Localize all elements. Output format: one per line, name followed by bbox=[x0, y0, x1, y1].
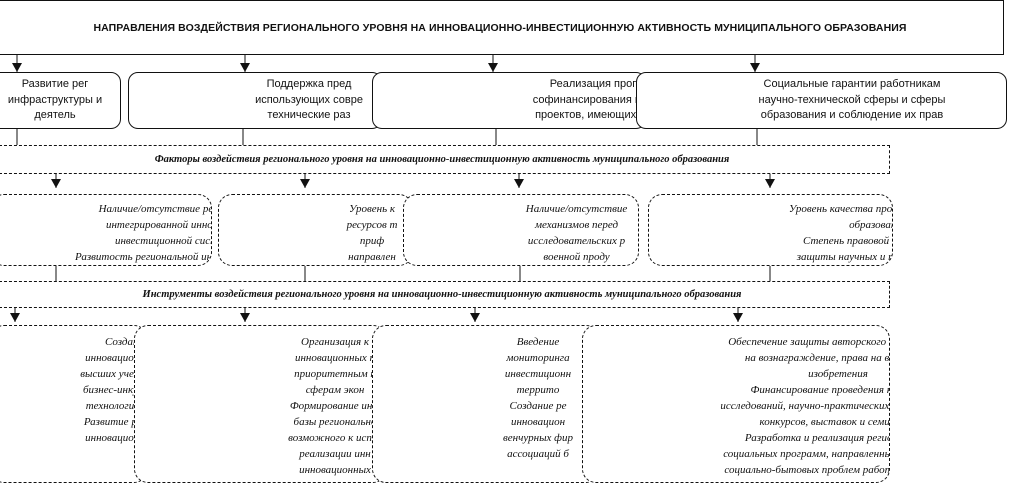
instrument-4-line-4: Финансирование проведения научных bbox=[750, 384, 889, 396]
direction-4-line-3: образования и соблюдение их прав bbox=[760, 109, 944, 121]
direction-3-line-2: софинансирования инн bbox=[532, 93, 646, 106]
instrument-2-line-3: приоритетным н bbox=[294, 368, 376, 380]
instrument-3-line-8: ассоциаций б bbox=[507, 448, 569, 460]
instrument-2-line-9: инновационных bbox=[299, 464, 371, 476]
direction-3-line-3: проектов, имеющих со bbox=[535, 109, 646, 121]
factor-box-3: Наличие/отсутствие механизмов перед иссл… bbox=[403, 194, 639, 266]
instrument-2-line-4: сферам экон bbox=[305, 384, 365, 396]
direction-3-line-1: Реализация прог bbox=[549, 78, 637, 90]
direction-box-3: Реализация прог софинансирования инн про… bbox=[372, 72, 646, 129]
instrument-1-line-3: высших учебных bbox=[80, 368, 147, 380]
factor-4-line-2: образования bbox=[849, 219, 892, 231]
instrument-4-line-3: изобретения bbox=[808, 368, 868, 380]
direction-1-line-1: Развитие рег bbox=[21, 78, 89, 90]
instrument-1-line-6: Развитие регио bbox=[83, 416, 147, 428]
instrument-3-line-4: террито bbox=[516, 384, 560, 396]
factor-4-line-3: Степень правовой и социальной bbox=[802, 235, 892, 247]
instrument-3-line-3: инвестиционн bbox=[504, 368, 572, 380]
instrument-4-line-6: конкурсов, выставок и семинаров bbox=[759, 416, 890, 428]
factor-3-line-1: Наличие/отсутствие bbox=[525, 203, 628, 215]
instrument-1-line-5: технологичест bbox=[85, 400, 147, 412]
direction-box-2: Поддержка пред использующих совре технич… bbox=[128, 72, 382, 129]
direction-4-line-1: Социальные гарантии работникам bbox=[763, 78, 941, 90]
instrument-4-line-2: на вознаграждение, права на внедрение bbox=[744, 352, 890, 364]
factors-header: Факторы воздействия регионального уровня… bbox=[154, 154, 730, 165]
instrument-3-line-6: инновацион bbox=[510, 416, 566, 428]
direction-box-1: Развитие рег инфраструктуры и деятель bbox=[0, 72, 121, 129]
factor-2-line-4: направлен bbox=[348, 251, 396, 263]
instrument-4-line-1: Обеспечение защиты авторского права, пра… bbox=[728, 336, 889, 348]
factor-box-1: Наличие/отсутствие реги интегрированной … bbox=[0, 194, 212, 266]
factor-box-4: Уровень качества профессионального образ… bbox=[648, 194, 893, 266]
diagram-title-box: НАПРАВЛЕНИЯ ВОЗДЕЙСТВИЯ РЕГИОНАЛЬНОГО УР… bbox=[0, 0, 1004, 55]
instrument-3-line-2: мониторинга bbox=[506, 352, 570, 364]
factor-3-line-3: исследовательских р bbox=[527, 235, 626, 247]
direction-box-4: Социальные гарантии работникам научно-те… bbox=[636, 72, 1007, 129]
factor-3-line-2: механизмов перед bbox=[534, 219, 619, 231]
instrument-2-line-8: реализации инн bbox=[299, 448, 371, 460]
instrument-4-line-5: исследований, научно-практических конфер… bbox=[720, 400, 890, 412]
factor-2-line-1: Уровень к bbox=[349, 203, 395, 215]
instruments-header: Инструменты воздействия регионального ур… bbox=[142, 289, 742, 300]
instrument-1-line-4: бизнес-инкубат bbox=[82, 384, 147, 396]
factors-header-band: Факторы воздействия регионального уровня… bbox=[0, 145, 890, 174]
factor-1-line-2: интегрированной иннова bbox=[105, 219, 212, 231]
instrument-4-line-8: социальных программ, направленных на реш… bbox=[723, 448, 889, 460]
instrument-3-line-7: венчурных фир bbox=[503, 432, 573, 444]
instrument-4-line-9: социально-бытовых проблем работников сфе… bbox=[724, 464, 890, 476]
instrument-box-3: Введение мониторинга инвестиционн террит… bbox=[372, 325, 600, 483]
instruments-header-band: Инструменты воздействия регионального ур… bbox=[0, 281, 890, 308]
factor-1-line-4: Развитость региональной инно bbox=[75, 251, 212, 263]
instrument-box-4: Обеспечение защиты авторского права, пра… bbox=[582, 325, 890, 483]
instrument-4-line-7: Разработка и реализация региональных bbox=[744, 432, 889, 444]
factor-4-line-1: Уровень качества профессионального bbox=[788, 203, 893, 215]
factor-1-line-1: Наличие/отсутствие реги bbox=[98, 203, 212, 215]
instrument-2-line-1: Организация к bbox=[301, 336, 369, 348]
direction-1-line-2: инфраструктуры и bbox=[7, 93, 103, 106]
instrument-1-line-1: Создание н bbox=[104, 336, 148, 348]
instrument-box-2: Организация к инновационных п приоритетн… bbox=[134, 325, 387, 483]
direction-4-line-2: научно-технической сферы и сферы bbox=[758, 93, 946, 106]
instrument-1-line-2: инновационных bbox=[85, 352, 147, 364]
instrument-1-line-7: инновационных bbox=[85, 432, 147, 444]
instrument-3-line-1: Введение bbox=[516, 336, 560, 348]
factor-1-line-3: инвестиционной систе bbox=[114, 235, 211, 247]
instrument-2-line-7: возможного к испол bbox=[288, 432, 382, 444]
instrument-2-line-6: базы регионально bbox=[293, 416, 377, 428]
factor-2-line-3: приф bbox=[359, 235, 385, 247]
direction-2-line-3: технические раз bbox=[267, 109, 351, 121]
direction-2-line-2: использующих совре bbox=[255, 93, 363, 106]
instrument-2-line-2: инновационных п bbox=[294, 352, 376, 364]
factor-4-line-4: защиты научных и педагогических bbox=[796, 251, 892, 263]
factor-2-line-2: ресурсов т bbox=[346, 219, 398, 231]
instrument-box-1: Создание н инновационных высших учебных … bbox=[0, 325, 148, 483]
direction-2-line-1: Поддержка пред bbox=[266, 78, 352, 90]
factor-3-line-4: военной проду bbox=[543, 251, 610, 263]
instrument-3-line-5: Создание ре bbox=[509, 400, 567, 412]
instrument-2-line-5: Формирование инф bbox=[289, 400, 381, 412]
diagram-title: НАПРАВЛЕНИЯ ВОЗДЕЙСТВИЯ РЕГИОНАЛЬНОГО УР… bbox=[93, 21, 907, 34]
factor-box-2: Уровень к ресурсов т приф направлен bbox=[218, 194, 413, 266]
direction-1-line-3: деятель bbox=[34, 109, 76, 121]
